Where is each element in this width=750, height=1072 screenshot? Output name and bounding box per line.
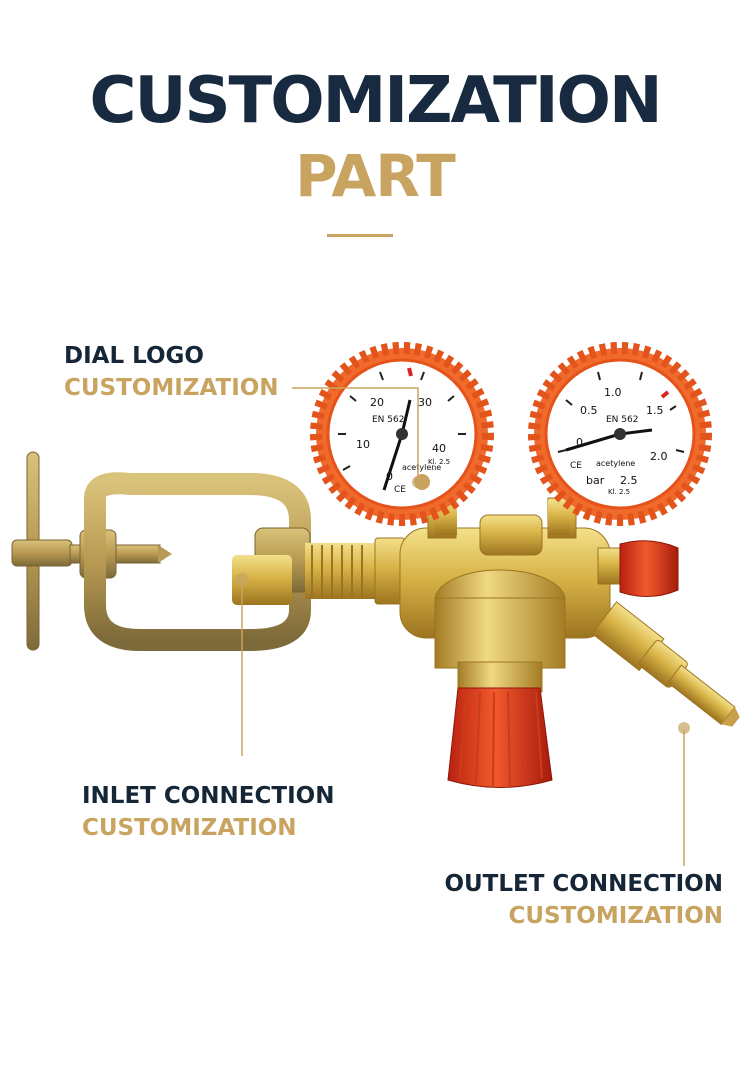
- right-gauge-class: Kl. 2.5: [608, 488, 630, 496]
- left-gauge-standard: EN 562: [372, 415, 404, 425]
- right-gauge-tick-0-5: 0.5: [580, 404, 598, 417]
- outlet-subtitle: CUSTOMIZATION: [508, 903, 723, 929]
- left-gauge-tick-20: 20: [370, 396, 384, 409]
- left-pressure-gauge: 0 10 20 30 40 EN 562 acetylene Kl. 2.5 C…: [310, 342, 494, 526]
- left-gauge-gas: acetylene: [402, 463, 441, 472]
- right-gauge-tick-0: 0: [576, 436, 583, 449]
- left-gauge-tick-0: 0: [386, 470, 393, 483]
- inlet-connection: [232, 537, 406, 605]
- right-gauge-tick-1-0: 1.0: [604, 386, 622, 399]
- inlet-subtitle: CUSTOMIZATION: [82, 815, 297, 841]
- right-gauge-unit: bar: [586, 474, 605, 487]
- right-gauge-standard: EN 562: [606, 415, 638, 425]
- left-gauge-class: Kl. 2.5: [428, 458, 450, 466]
- regulator-body: [399, 497, 611, 693]
- left-gauge-ce-mark: CE: [394, 485, 406, 495]
- right-gauge-tick-1-5: 1.5: [646, 404, 664, 417]
- right-gauge-tick-2-5: 2.5: [620, 474, 638, 487]
- outlet-connection: [591, 601, 740, 727]
- dial-logo-subtitle: CUSTOMIZATION: [64, 375, 279, 401]
- inlet-title: INLET CONNECTION: [82, 783, 335, 809]
- outlet-connection-callout: OUTLET CONNECTION CUSTOMIZATION: [444, 868, 723, 932]
- right-pressure-gauge: 0 0.5 1.0 1.5 2.0 2.5 EN 562 acetylene b…: [528, 342, 712, 526]
- right-gauge-ce-mark: CE: [570, 461, 582, 471]
- left-gauge-tick-30: 30: [418, 396, 432, 409]
- valve-knob: [619, 540, 679, 597]
- callout-leader-lines: [241, 387, 685, 866]
- title-divider: [327, 234, 393, 237]
- dial-logo-title: DIAL LOGO: [64, 343, 204, 369]
- clamp-yoke: [11, 451, 311, 651]
- left-gauge-tick-10: 10: [356, 438, 370, 451]
- left-gauge-tick-40: 40: [432, 442, 446, 455]
- inlet-connection-callout: INLET CONNECTION CUSTOMIZATION: [82, 780, 334, 844]
- right-gauge-gas: acetylene: [596, 459, 635, 468]
- right-gauge-tick-2-0: 2.0: [650, 450, 668, 463]
- page-subtitle: PART: [295, 142, 456, 210]
- dial-logo-leader: [292, 387, 419, 482]
- dial-logo-callout: DIAL LOGO CUSTOMIZATION: [64, 340, 279, 404]
- outlet-title: OUTLET CONNECTION: [444, 871, 723, 897]
- page-title: CUSTOMIZATION: [89, 64, 663, 138]
